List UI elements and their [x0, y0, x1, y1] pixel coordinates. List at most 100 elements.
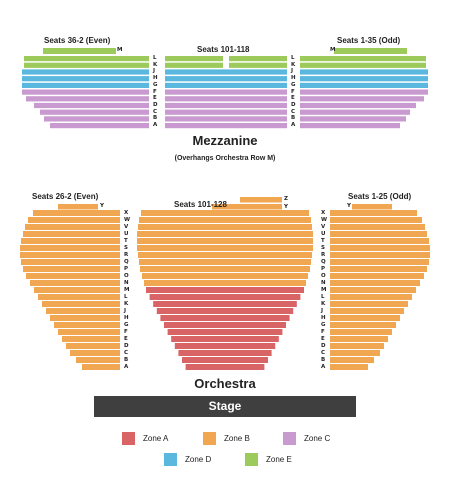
mezzanine-center-row-L-b[interactable]: [229, 56, 287, 62]
mezzanine-center-row-D[interactable]: [165, 102, 287, 109]
mezzanine-left-row-E[interactable]: [26, 96, 149, 102]
orchestra-left-row-C[interactable]: [70, 350, 120, 356]
orchestra-left-row-M[interactable]: [34, 287, 120, 293]
mezzanine-center-row-F[interactable]: [165, 89, 287, 95]
orchestra-right-row-S[interactable]: [330, 245, 430, 251]
orchestra-right-row-T[interactable]: [330, 238, 429, 244]
orchestra-left-row-N[interactable]: [30, 280, 120, 286]
orchestra-right-row-L[interactable]: [330, 294, 412, 300]
mezzanine-left-row-B[interactable]: [44, 116, 149, 122]
orchestra-center-row-A[interactable]: [185, 364, 265, 370]
orchestra-center-row-Z[interactable]: [240, 197, 282, 203]
mezzanine-left-row-G[interactable]: [22, 82, 149, 88]
orchestra-right-row-H[interactable]: [330, 315, 400, 321]
mezzanine-center-row-H[interactable]: [165, 76, 287, 82]
orchestra-center-row-W[interactable]: [139, 217, 311, 223]
orchestra-right-row-J[interactable]: [330, 308, 404, 314]
orchestra-left-row-R[interactable]: [20, 252, 120, 258]
orchestra-left-row-T[interactable]: [21, 238, 120, 244]
orchestra-left-row-L[interactable]: [38, 294, 120, 300]
orchestra-right-row-B[interactable]: [330, 357, 374, 363]
orchestra-right-row-O[interactable]: [330, 273, 424, 279]
mezzanine-right-row-F[interactable]: [300, 89, 428, 95]
mezzanine-left-row-H[interactable]: [22, 76, 149, 82]
orchestra-right-row-R[interactable]: [330, 252, 430, 258]
orchestra-right-row-U[interactable]: [330, 231, 427, 237]
mezzanine-center-row-L-a[interactable]: [165, 56, 223, 62]
mezzanine-m-row-left[interactable]: [43, 48, 116, 54]
mezzanine-center-row-K-a[interactable]: [165, 62, 223, 68]
orchestra-center-row-U[interactable]: [137, 231, 313, 237]
mezzanine-center-row-J[interactable]: [165, 69, 287, 75]
orchestra-center-row-Y[interactable]: [212, 204, 282, 210]
orchestra-left-row-V[interactable]: [25, 224, 120, 230]
orchestra-center-row-Q[interactable]: [139, 259, 311, 265]
orchestra-center-row-E[interactable]: [171, 336, 279, 342]
orchestra-right-row-P[interactable]: [330, 266, 427, 272]
orchestra-center-row-M[interactable]: [146, 287, 304, 293]
mezzanine-left-row-F[interactable]: [22, 89, 149, 95]
mezzanine-left-row-L[interactable]: [24, 56, 149, 62]
orchestra-left-row-X[interactable]: [33, 210, 120, 216]
orchestra-center-row-P[interactable]: [140, 266, 310, 272]
orchestra-center-row-R[interactable]: [138, 252, 312, 258]
orchestra-left-row-Q[interactable]: [21, 259, 120, 265]
mezzanine-right-row-H[interactable]: [300, 76, 428, 82]
orchestra-center-row-G[interactable]: [164, 322, 286, 328]
orchestra-center-row-N[interactable]: [144, 280, 306, 286]
orchestra-right-row-K[interactable]: [330, 301, 408, 307]
orchestra-left-row-B[interactable]: [76, 357, 120, 363]
mezzanine-right-row-E[interactable]: [300, 96, 424, 102]
mezzanine-right-row-J[interactable]: [300, 69, 428, 75]
orchestra-right-row-M[interactable]: [330, 287, 416, 293]
orchestra-left-row-O[interactable]: [26, 273, 120, 279]
orchestra-left-row-A[interactable]: [82, 364, 120, 370]
orchestra-right-row-V[interactable]: [330, 224, 425, 230]
orchestra-center-row-H[interactable]: [160, 315, 290, 321]
mezzanine-m-row-right[interactable]: [334, 48, 407, 54]
mezzanine-right-row-C[interactable]: [300, 109, 410, 115]
orchestra-right-row-C[interactable]: [330, 350, 380, 356]
orchestra-center-row-S[interactable]: [137, 245, 313, 251]
mezzanine-right-row-A[interactable]: [300, 123, 400, 129]
orchestra-right-row-Y[interactable]: [352, 204, 392, 210]
orchestra-right-row-Q[interactable]: [330, 259, 429, 265]
orchestra-center-row-B[interactable]: [182, 357, 268, 363]
orchestra-left-row-S[interactable]: [20, 245, 120, 251]
orchestra-center-row-J[interactable]: [156, 308, 294, 314]
mezzanine-center-row-C[interactable]: [165, 109, 287, 115]
orchestra-left-row-P[interactable]: [23, 266, 120, 272]
orchestra-left-row-F[interactable]: [58, 329, 120, 335]
mezzanine-left-row-K[interactable]: [24, 62, 149, 68]
orchestra-center-row-O[interactable]: [142, 273, 308, 279]
orchestra-center-row-T[interactable]: [137, 238, 313, 244]
orchestra-center-row-L[interactable]: [149, 294, 301, 300]
mezzanine-center-row-E[interactable]: [165, 96, 287, 102]
mezzanine-right-row-L[interactable]: [300, 56, 426, 62]
orchestra-center-row-V[interactable]: [138, 224, 312, 230]
orchestra-right-row-E[interactable]: [330, 336, 388, 342]
orchestra-right-row-N[interactable]: [330, 280, 420, 286]
orchestra-center-row-K[interactable]: [153, 301, 297, 307]
mezzanine-center-row-B[interactable]: [165, 116, 287, 122]
orchestra-right-row-G[interactable]: [330, 322, 396, 328]
orchestra-left-row-E[interactable]: [62, 336, 120, 342]
orchestra-left-row-K[interactable]: [42, 301, 120, 307]
orchestra-left-row-W[interactable]: [28, 217, 120, 223]
mezzanine-center-row-A[interactable]: [165, 123, 287, 129]
orchestra-right-row-A[interactable]: [330, 364, 368, 370]
mezzanine-left-row-D[interactable]: [34, 102, 149, 109]
orchestra-right-row-X[interactable]: [330, 210, 417, 216]
orchestra-left-row-Y[interactable]: [58, 204, 98, 210]
mezzanine-right-row-B[interactable]: [300, 116, 406, 122]
mezzanine-left-row-A[interactable]: [50, 123, 149, 129]
orchestra-center-row-X[interactable]: [141, 210, 309, 216]
orchestra-right-row-F[interactable]: [330, 329, 392, 335]
mezzanine-left-row-J[interactable]: [22, 69, 149, 75]
orchestra-center-row-F[interactable]: [167, 329, 283, 335]
orchestra-right-row-W[interactable]: [330, 217, 422, 223]
orchestra-left-row-U[interactable]: [23, 231, 120, 237]
orchestra-left-row-G[interactable]: [54, 322, 120, 328]
orchestra-left-row-H[interactable]: [50, 315, 120, 321]
mezzanine-center-row-K-b[interactable]: [229, 62, 287, 68]
